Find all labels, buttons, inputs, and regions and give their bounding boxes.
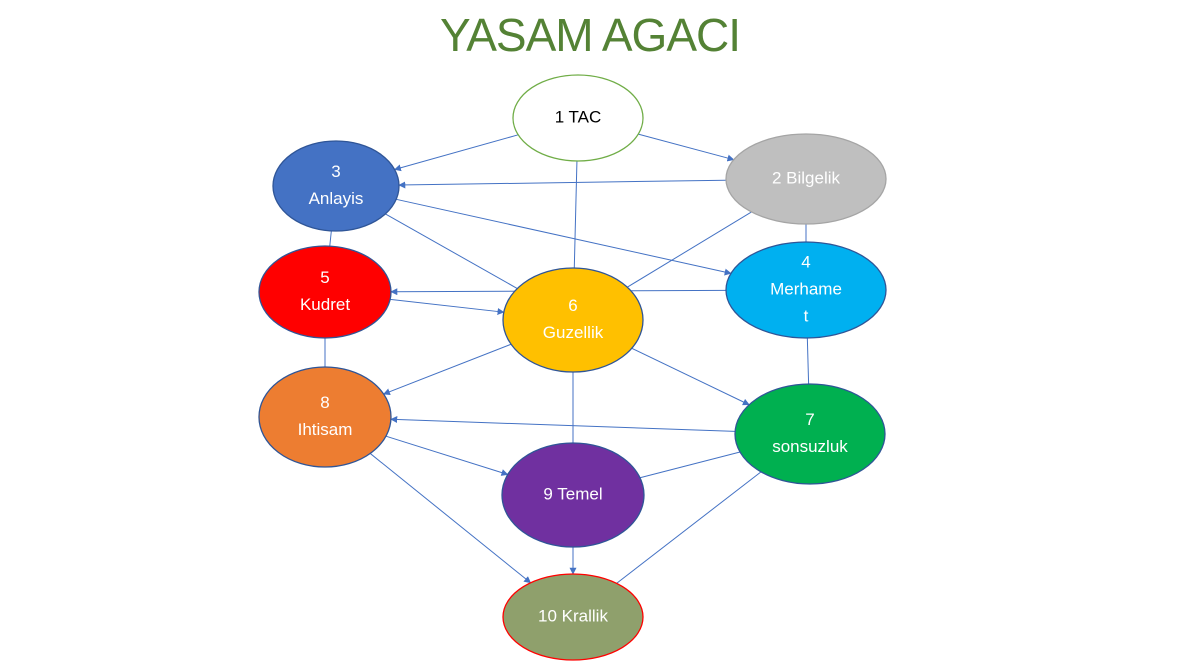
node-label-n10: 10 Krallik [538,606,608,625]
node-label-n1: 1 TAC [555,107,602,126]
node-label-n4: Merhame [770,279,842,298]
node-label-n9: 9 Temel [543,484,602,503]
node-label-n4: t [804,306,809,325]
edge-n6-n7 [631,347,750,406]
node-label-n6: Guzellik [543,323,604,342]
node-shape-n1 [512,74,644,162]
edge-n6-n8 [382,343,512,396]
node-label-n8: 8 [320,393,329,412]
node-n7: 7 sonsuzluk [734,383,886,485]
node-shape-n6 [502,267,644,373]
edge-n2-n6 [627,211,752,288]
edge-n3-n4 [396,198,732,276]
node-shape-n2 [725,133,887,225]
node-shape-n10 [502,573,644,661]
node-label-n6: 6 [568,296,577,315]
node-shape-n9 [501,442,645,548]
edge-n7-n8 [390,416,736,432]
node-label-n8: Ihtisam [298,420,353,439]
edge-n8-n10 [369,453,532,584]
node-n9: 9 Temel [501,442,645,548]
edge-n3-n6 [385,213,518,289]
node-label-n3: Anlayis [309,189,364,208]
edge-n1-n3 [393,134,519,172]
edge-n1-n2 [638,133,735,162]
diagram-title: YASAM AGACI [439,9,741,61]
node-shape-n3 [272,140,400,232]
node-shape-n4 [725,241,887,339]
edge-n1-n6 [573,160,578,269]
node-label-n5: 5 [320,268,329,287]
edge-n4-n7 [806,337,810,385]
edge-n2-n3 [398,179,727,189]
node-label-n7: sonsuzluk [772,437,848,456]
node-label-n2: 2 Bilgelik [772,168,841,187]
edge-n8-n9 [385,435,509,476]
node-n10: 10 Krallik [502,573,644,661]
node-shape-n7 [734,383,886,485]
node-label-n3: 3 [331,162,340,181]
node-label-n7: 7 [805,410,814,429]
edge-n7-n9 [639,451,741,479]
node-label-n5: Kudret [300,295,350,314]
edge-n7-n10 [616,471,762,584]
edge-n5-n6 [390,298,505,315]
node-n1: 1 TAC [512,74,644,162]
node-shape-n8 [258,366,392,468]
node-shape-n5 [258,245,392,339]
node-n2: 2 Bilgelik [725,133,887,225]
node-label-n4: 4 [801,252,810,271]
edge-n3-n5 [329,230,332,247]
